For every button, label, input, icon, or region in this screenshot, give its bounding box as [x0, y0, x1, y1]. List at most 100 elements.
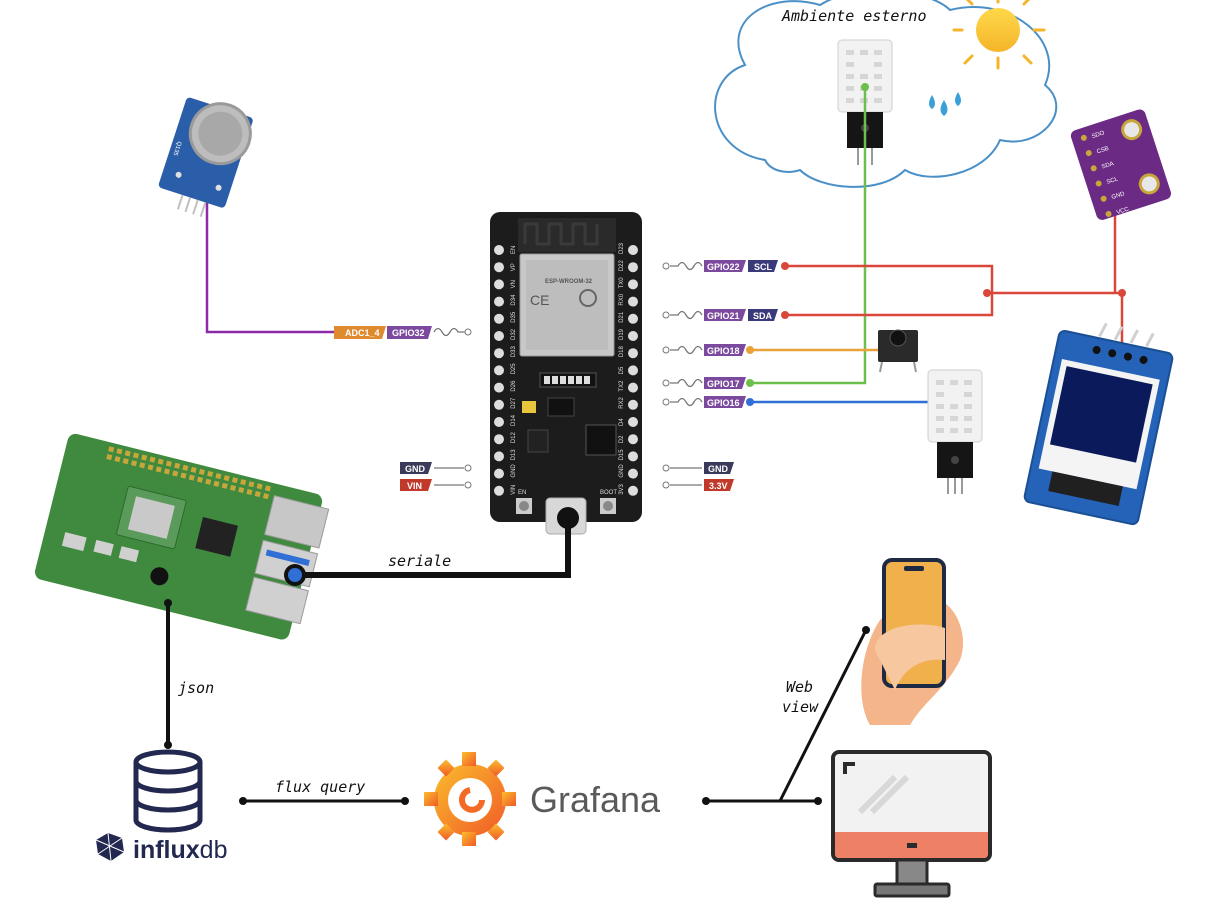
- rpi-gpio-pin: [256, 483, 263, 490]
- pin-gpio22-row: GPIO22 SCL: [662, 260, 778, 272]
- esp32-pin-hole: [628, 262, 638, 273]
- rpi-gpio-pin: [240, 479, 247, 486]
- esp32-pin-hole: [494, 434, 504, 445]
- esp32-pin-hole: [494, 245, 504, 255]
- esp32-pin-label: GND: [619, 464, 625, 478]
- left-header-pins: ENVPVND34D35D32D33D25D26D27D14D12D13GNDV…: [494, 245, 517, 496]
- esp32-pin-label: D19: [619, 328, 625, 340]
- svg-text:CE: CE: [530, 292, 549, 308]
- pin-gnd-left: GND: [400, 462, 432, 474]
- rpi-gpio-pin: [172, 470, 179, 477]
- rpi-gpio-pin: [262, 493, 269, 500]
- rpi-gpio-pin: [213, 480, 220, 487]
- rpi-gpio-pin: [114, 456, 121, 463]
- svg-text:GPIO18: GPIO18: [707, 346, 740, 356]
- svg-text:3.3V: 3.3V: [709, 481, 728, 491]
- esp32-pin-hole: [494, 331, 504, 341]
- dht-outdoor-wire: [750, 87, 867, 385]
- pin-labels-right: GPIO22 SCL GPIO21 SDA GPIO18 GPIO17: [662, 260, 778, 491]
- esp32-pin-hole: [494, 399, 504, 410]
- pin-gpio17-row: GPIO17: [662, 377, 746, 389]
- rpi-gpio-pin: [246, 488, 253, 496]
- rpi-gpio-pin: [130, 460, 138, 467]
- svg-text:SDA: SDA: [753, 311, 773, 321]
- svg-text:GPIO17: GPIO17: [707, 379, 740, 389]
- esp32-pin-label: EN: [511, 246, 517, 254]
- esp32-pin-label: D27: [511, 397, 517, 409]
- rpi-gpio-pin: [248, 481, 255, 488]
- rpi-gpio-pin: [116, 448, 123, 455]
- influxdb-database: influxdb: [95, 749, 227, 864]
- scl-wire: [785, 264, 994, 317]
- bme280-pin-label: SDA: [1101, 161, 1115, 171]
- rpi-gpio-pin: [132, 452, 139, 459]
- esp32-pin-hole: [628, 331, 638, 341]
- esp32-pin-label: D13: [511, 449, 517, 461]
- esp32-pin-hole: [494, 279, 504, 290]
- grafana: Grafana: [424, 752, 661, 846]
- esp32-pin-label: D2: [619, 435, 625, 443]
- rpi-gpio-pin: [221, 482, 228, 489]
- esp32-pin-hole: [628, 382, 638, 393]
- esp32-pin-hole: [628, 399, 638, 410]
- boot-button-label: BOOT: [600, 490, 617, 496]
- flux-query-connection: flux query: [239, 778, 409, 805]
- esp32-pin-label: D35: [511, 311, 517, 323]
- esp32-pin-hole: [628, 348, 638, 359]
- serial-label: seriale: [388, 552, 451, 570]
- esp32-pin-label: VP: [511, 263, 517, 271]
- serial-cable: seriale: [284, 507, 579, 586]
- esp32-pin-label: GND: [511, 464, 517, 478]
- rpi-gpio-pin: [139, 462, 146, 469]
- esp32-pin-label: D12: [511, 432, 517, 444]
- esp32-pin-hole: [494, 296, 504, 307]
- svg-text:GPIO32: GPIO32: [392, 328, 425, 338]
- rpi-gpio-pin: [165, 460, 172, 467]
- esp32-pin-label: TX2: [619, 380, 625, 392]
- rpi-gpio-pin: [180, 472, 187, 479]
- monitor-icon: [831, 750, 992, 898]
- esp32-pin-hole: [494, 468, 504, 479]
- rpi-gpio-pin: [196, 476, 204, 483]
- svg-text:GPIO22: GPIO22: [707, 262, 740, 272]
- web-view-label-line1: Web: [786, 678, 813, 696]
- rpi-gpio-pin: [254, 491, 261, 498]
- esp32-pin-hole: [628, 296, 638, 307]
- esp32-pin-label: D23: [619, 242, 625, 254]
- pin-labels-left: ADC1_4 GPIO32 GND VIN: [334, 326, 472, 491]
- rpi-gpio-pin: [174, 462, 181, 469]
- rpi-gpio-pin: [207, 470, 214, 478]
- esp32-pin-hole: [628, 451, 638, 462]
- esp32-pin-label: VIN: [511, 485, 517, 495]
- esp32-pin-label: D5: [619, 366, 625, 374]
- gas-sensor-label: Q135: [171, 140, 181, 156]
- esp32-pin-hole: [628, 468, 638, 479]
- influxdb-logo-icon: [95, 832, 125, 862]
- influx-prefix: influx: [133, 836, 200, 864]
- rpi-gpio-pin: [155, 466, 162, 473]
- rpi-gpio-pin: [190, 466, 197, 473]
- esp32-pin-hole: [494, 417, 504, 427]
- rpi-gpio-pin: [124, 450, 131, 457]
- bme280-pin-label: VCC: [1116, 206, 1131, 216]
- esp32-pin-hole: [628, 245, 638, 255]
- mq135-wire: [205, 195, 345, 334]
- json-label: json: [178, 679, 214, 697]
- rpi-gpio-pin: [229, 484, 236, 491]
- bme280-pin-label: GND: [1111, 191, 1126, 201]
- pin-gpio32: GPIO32: [387, 326, 432, 339]
- esp32-pin-label: D18: [619, 346, 625, 358]
- svg-text:SCL: SCL: [754, 262, 773, 272]
- dht22-indoor-sensor-icon: [927, 369, 983, 494]
- cloud-title: Ambiente esterno: [781, 7, 927, 25]
- esp32-pin-label: D22: [619, 260, 625, 272]
- esp32-pin-hole: [494, 262, 504, 273]
- esp32-pin-hole: [494, 485, 504, 496]
- esp32-pin-hole: [494, 451, 504, 462]
- esp32-pin-label: D26: [511, 380, 517, 392]
- raspberry-pi-icon: [34, 433, 330, 640]
- pin-3v3-right: 3.3V: [662, 479, 734, 491]
- outdoor-environment-cloud: Ambiente esterno: [714, 0, 1058, 188]
